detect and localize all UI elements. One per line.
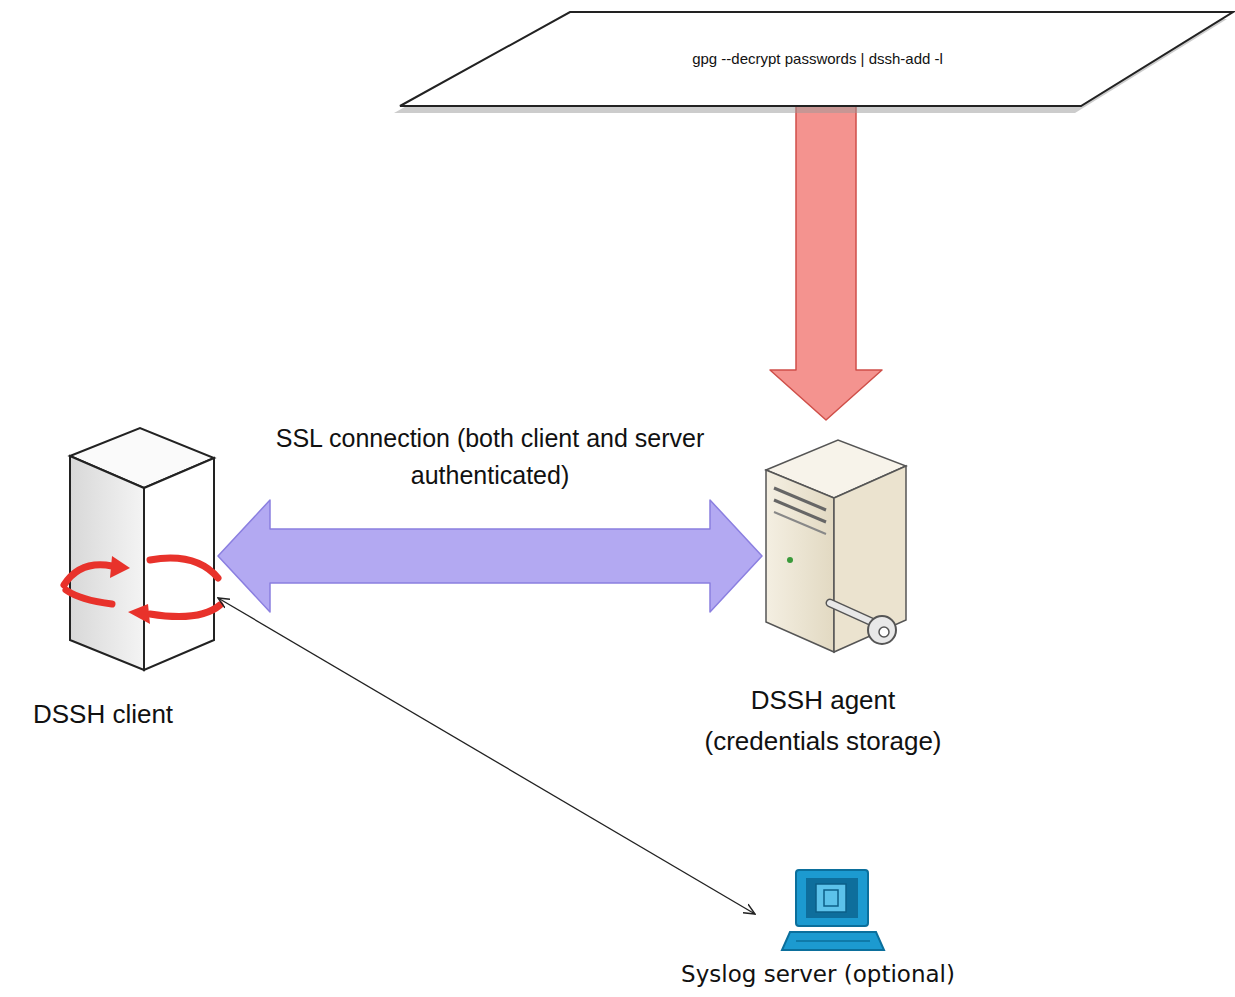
parallelogram-outline <box>400 12 1235 106</box>
command-parallelogram: gpg --decrypt passwords | dssh-add -l <box>400 12 1235 106</box>
client-node: DSSH client <box>68 426 218 674</box>
syslog-link <box>218 598 755 914</box>
node-label: DSSH client <box>3 698 203 730</box>
push-arrow <box>770 106 882 420</box>
node-label: Syslog server (optional) <box>638 960 998 988</box>
connection-label: SSL connection (both client and server a… <box>260 420 720 494</box>
agent-server-icon <box>766 440 906 652</box>
node-label: gpg --decrypt passwords | dssh-add -l <box>692 49 943 69</box>
agent-node: DSSH agent (credentials storage) <box>762 436 908 654</box>
client-tower-icon <box>70 428 214 670</box>
ssl-double-arrow <box>218 500 762 612</box>
syslog-computer-icon <box>782 870 884 950</box>
node-label: DSSH agent (credentials storage) <box>683 680 963 762</box>
syslog-node: Syslog server (optional) <box>755 866 885 954</box>
swirl-arrows <box>64 556 220 624</box>
